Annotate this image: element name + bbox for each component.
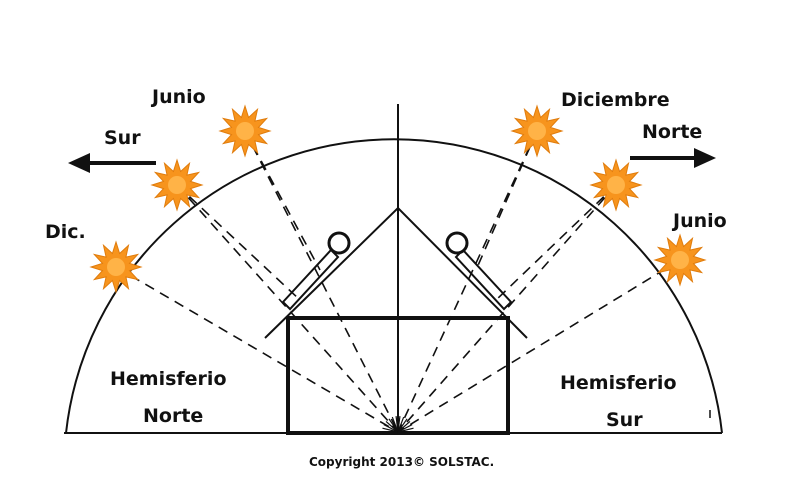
sun-ray xyxy=(397,184,617,433)
label-junio-right: Junio xyxy=(673,210,727,232)
sun-icon-junio-right xyxy=(653,233,707,287)
solar-collector-icon-right xyxy=(445,231,513,311)
sun-ray xyxy=(176,184,399,433)
burst-line xyxy=(383,424,399,433)
burst-line xyxy=(397,416,405,433)
burst-line xyxy=(397,427,414,433)
label-junio-left: Junio xyxy=(152,86,206,108)
burst-line xyxy=(397,416,401,433)
burst-line xyxy=(395,416,399,433)
collector-ray xyxy=(475,130,538,271)
label-hemisferio-norte-2: Norte xyxy=(143,405,204,427)
label-sur-arrow: Sur xyxy=(104,127,141,149)
burst-line xyxy=(388,418,399,433)
sun-icon-junio-left xyxy=(218,104,272,158)
sun-icon-left-mid xyxy=(150,158,204,212)
burst-line xyxy=(397,418,408,433)
sun-icon-dic-left xyxy=(89,240,143,294)
burst-line xyxy=(382,427,399,433)
sun-icon-right-mid xyxy=(589,158,643,212)
label-diciembre-right: Diciembre xyxy=(561,89,670,111)
sun-ray xyxy=(397,259,681,433)
sun-ray xyxy=(397,130,538,433)
collector-ray xyxy=(244,130,321,271)
label-hemisferio-sur-1: Hemisferio xyxy=(560,372,677,394)
label-norte-arrow: Norte xyxy=(642,121,703,143)
label-hemisferio-norte-1: Hemisferio xyxy=(110,368,227,390)
sun-icon-diciembre-right xyxy=(510,104,564,158)
arrow-left-icon xyxy=(68,153,156,173)
label-hemisferio-sur-2: Sur xyxy=(606,409,643,431)
arrow-right-icon xyxy=(630,148,716,168)
collector-ray xyxy=(176,184,301,301)
burst-line xyxy=(391,416,399,433)
label-dic-left: Dic. xyxy=(45,221,86,243)
house-wall xyxy=(286,316,510,435)
collector-ray xyxy=(495,184,617,301)
sun-rays xyxy=(115,130,681,433)
burst-line xyxy=(397,424,413,433)
sun-ray xyxy=(115,266,399,433)
copyright-text: Copyright 2013© SOLSTAC. xyxy=(309,455,495,469)
burst-line xyxy=(385,420,399,433)
suns xyxy=(89,104,707,294)
house-roof xyxy=(264,206,528,339)
burst-line xyxy=(397,420,411,433)
sun-ray xyxy=(244,130,399,433)
ray-convergence-burst xyxy=(382,416,414,433)
